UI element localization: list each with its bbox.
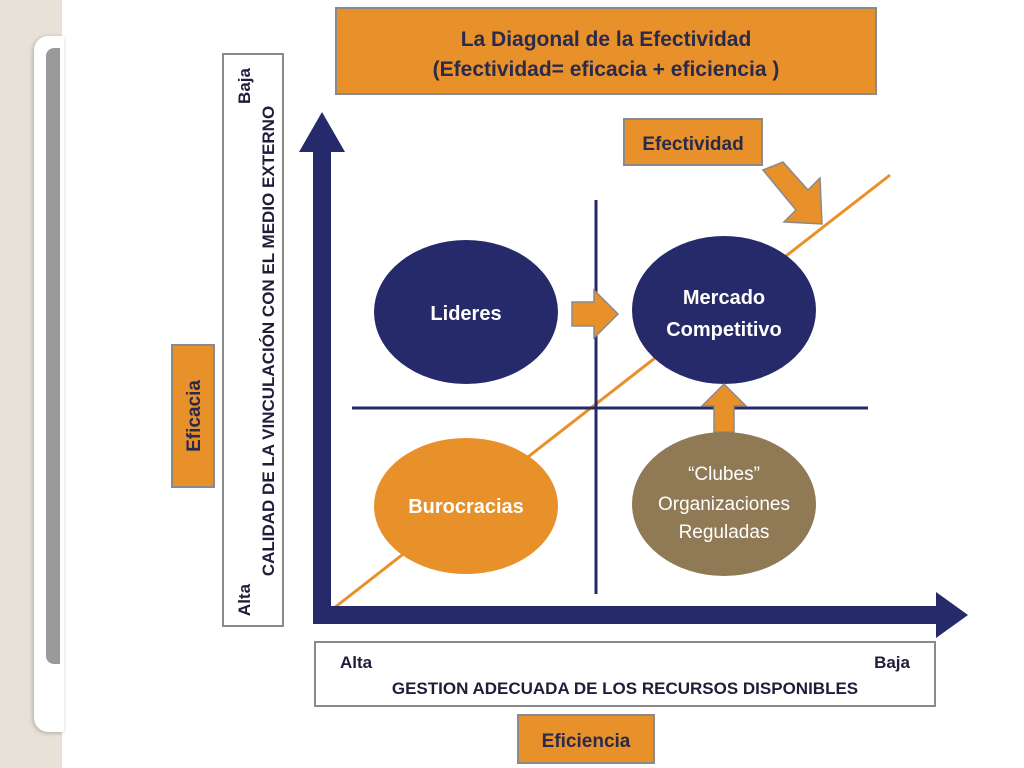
x-axis-left-label: Alta: [340, 653, 373, 672]
clubes-ellipse: [632, 432, 816, 576]
eficacia-label: Eficacia: [184, 380, 205, 452]
burocracias-label: Burocracias: [408, 496, 524, 518]
y-axis-label-box: [222, 53, 284, 627]
x-axis-label-box: [314, 641, 936, 707]
clubes-to-mercado-arrow: [700, 382, 748, 433]
x-axis-arrowhead: [936, 592, 968, 638]
y-axis-high-label: Baja: [235, 68, 254, 104]
x-axis-shaft: [313, 606, 941, 624]
y-axis-shaft: [313, 150, 331, 614]
y-axis-arrowhead: [299, 112, 345, 152]
y-axis-low-label: Alta: [235, 583, 254, 616]
burocracias-ellipse: [374, 438, 558, 574]
title-line1: La Diagonal de la Efectividad: [461, 28, 752, 51]
mercado-label-line2: Competitivo: [666, 319, 782, 341]
eficiencia-label: Eficiencia: [542, 731, 631, 752]
eficacia-box: [171, 344, 215, 488]
efectividad-box: [623, 118, 763, 166]
clubes-label-line3: Reguladas: [679, 522, 770, 543]
x-axis-caption: GESTION ADECUADA DE LOS RECURSOS DISPONI…: [392, 679, 858, 698]
lideres-label: Lideres: [430, 303, 501, 325]
efectividad-label: Efectividad: [642, 134, 743, 155]
clubes-label-line1: “Clubes”: [688, 464, 760, 485]
clubes-label-line2: Organizaciones: [658, 494, 790, 515]
lideres-ellipse: [374, 240, 558, 384]
title-line2: (Efectividad= eficacia + eficiencia ): [433, 58, 780, 81]
lideres-to-mercado-arrow: [571, 288, 620, 340]
slide-strip: [46, 48, 60, 664]
mercado-label-line1: Mercado: [683, 287, 765, 309]
x-axis-right-label: Baja: [874, 653, 910, 672]
efectividad-arrow: [761, 161, 823, 225]
eficiencia-box: [517, 714, 655, 764]
mercado-competitivo-ellipse: [632, 236, 816, 384]
title-box: [335, 7, 877, 95]
y-axis-caption: CALIDAD DE LA VINCULACIÓN CON EL MEDIO E…: [259, 106, 278, 576]
